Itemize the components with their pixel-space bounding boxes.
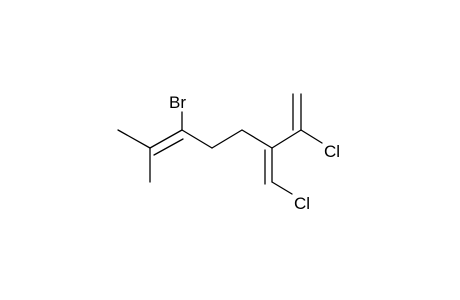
atom-label-chlorine-methylidene: Cl — [294, 194, 310, 213]
atom-label-chlorine-vinyl: Cl — [324, 142, 340, 161]
bond-chain-1 — [181, 129, 213, 149]
bond-central-to-vinyl — [271, 129, 302, 149]
bond-chain-2 — [211, 129, 243, 149]
bond-chain-3 — [241, 129, 273, 149]
bond-double-left-alkene — [149, 129, 184, 156]
bond-vinyl-cl — [300, 129, 323, 144]
bond-methyl-top — [117, 129, 151, 149]
bond-double-vinyl — [292, 93, 302, 131]
bond-double-chloromethylidene — [264, 147, 273, 185]
bond-ch-cl — [271, 181, 293, 195]
atom-label-bromine: Br — [169, 93, 186, 112]
